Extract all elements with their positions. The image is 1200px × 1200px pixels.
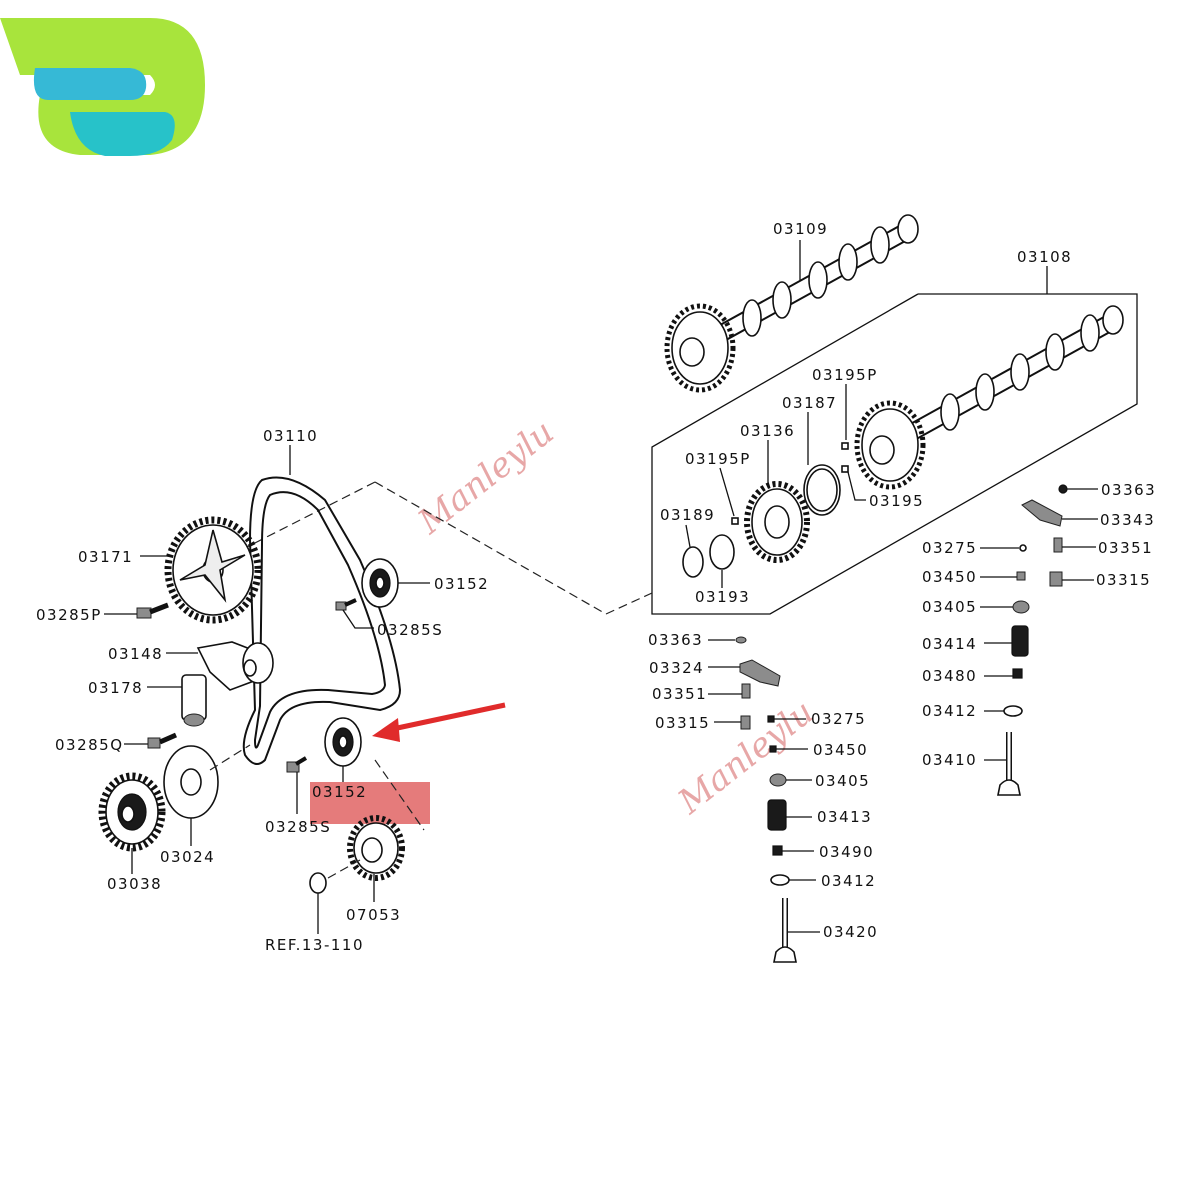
bolt-03285P (104, 602, 169, 619)
auto-tensioner-03178 (147, 674, 207, 727)
label-03193: 03193 (695, 588, 750, 606)
label-03414: 03414 (922, 635, 977, 653)
label-03351-right: 03351 (1098, 539, 1153, 557)
bolt-03285S-bottom (286, 756, 308, 814)
label-03480: 03480 (922, 667, 977, 685)
camshaft-03109 (664, 214, 919, 393)
timing-belt-03110 (242, 445, 402, 765)
label-03171: 03171 (78, 548, 133, 566)
label-03024: 03024 (160, 848, 215, 866)
pin-03195P-top (841, 384, 849, 450)
bolt-03285S-top (335, 598, 374, 629)
label-03148: 03148 (108, 645, 163, 663)
label-03195: 03195 (869, 492, 924, 510)
label-03108: 03108 (1017, 248, 1072, 266)
brand-logo (0, 18, 205, 156)
label-03187: 03187 (782, 394, 837, 412)
watermark-text: Manleylu (410, 412, 561, 543)
label-03490: 03490 (819, 843, 874, 861)
idler-pulley-03152-highlighted (324, 717, 362, 782)
label-03410: 03410 (922, 751, 977, 769)
ring-03193 (709, 534, 735, 588)
label-03351-mid: 03351 (652, 685, 707, 703)
label-03136: 03136 (740, 422, 795, 440)
camshaft-group-frame (244, 293, 1138, 615)
bolt-03285Q (124, 732, 178, 749)
label-03315-right: 03315 (1096, 571, 1151, 589)
label-03363-right: 03363 (1101, 481, 1156, 499)
label-03178: 03178 (88, 679, 143, 697)
label-03450-right: 03450 (922, 568, 977, 586)
highlight-arrow (372, 702, 506, 742)
idler-pulley-03152-top (361, 558, 430, 608)
crank-pulley-03038 (98, 772, 166, 874)
label-ref-13-110: REF.13-110 (265, 936, 364, 954)
label-03038: 03038 (107, 875, 162, 893)
label-03152-highlighted: 03152 (312, 783, 367, 801)
crank-sprocket-07053 (347, 815, 405, 902)
label-03285S-bottom: 03285S (265, 818, 331, 836)
label-03412-mid: 03412 (821, 872, 876, 890)
label-07053: 07053 (346, 906, 401, 924)
label-03450-mid: 03450 (813, 741, 868, 759)
label-03152-top: 03152 (434, 575, 489, 593)
pin-03195P (719, 467, 739, 525)
valve-03410 (984, 732, 1021, 796)
snap-ring-03187 (803, 412, 841, 516)
ref-plug (309, 872, 327, 934)
label-03324: 03324 (649, 659, 704, 677)
pin-03195 (841, 465, 866, 501)
label-03285P: 03285P (36, 606, 102, 624)
label-03110: 03110 (263, 427, 318, 445)
label-03413: 03413 (817, 808, 872, 826)
valve-03420 (773, 898, 820, 963)
flange-plate-03024 (163, 745, 219, 846)
label-03285Q: 03285Q (55, 736, 124, 754)
label-03109: 03109 (773, 220, 828, 238)
highlight-box (310, 782, 430, 824)
label-03405-mid: 03405 (815, 772, 870, 790)
watermark-text-2: Manleylu (670, 692, 821, 823)
label-03195P: 03195P (685, 450, 751, 468)
cam-sprocket-03136 (744, 440, 810, 563)
ring-03189 (682, 524, 704, 578)
tensioner-03148 (166, 641, 274, 691)
label-03315-mid: 03315 (655, 714, 710, 732)
label-03275-right: 03275 (922, 539, 977, 557)
label-03363-mid: 03363 (648, 631, 703, 649)
label-03285S-top: 03285S (377, 621, 443, 639)
camshaft-03108 (854, 266, 1124, 490)
label-03412-right: 03412 (922, 702, 977, 720)
label-03405-right: 03405 (922, 598, 977, 616)
valve-train-middle (708, 636, 820, 963)
label-03343: 03343 (1100, 511, 1155, 529)
label-03275-mid: 03275 (811, 710, 866, 728)
valve-train-right (980, 484, 1098, 796)
label-03420: 03420 (823, 923, 878, 941)
cam-pulley-03171 (140, 516, 262, 624)
label-03195P-top: 03195P (812, 366, 878, 384)
label-03189: 03189 (660, 506, 715, 524)
